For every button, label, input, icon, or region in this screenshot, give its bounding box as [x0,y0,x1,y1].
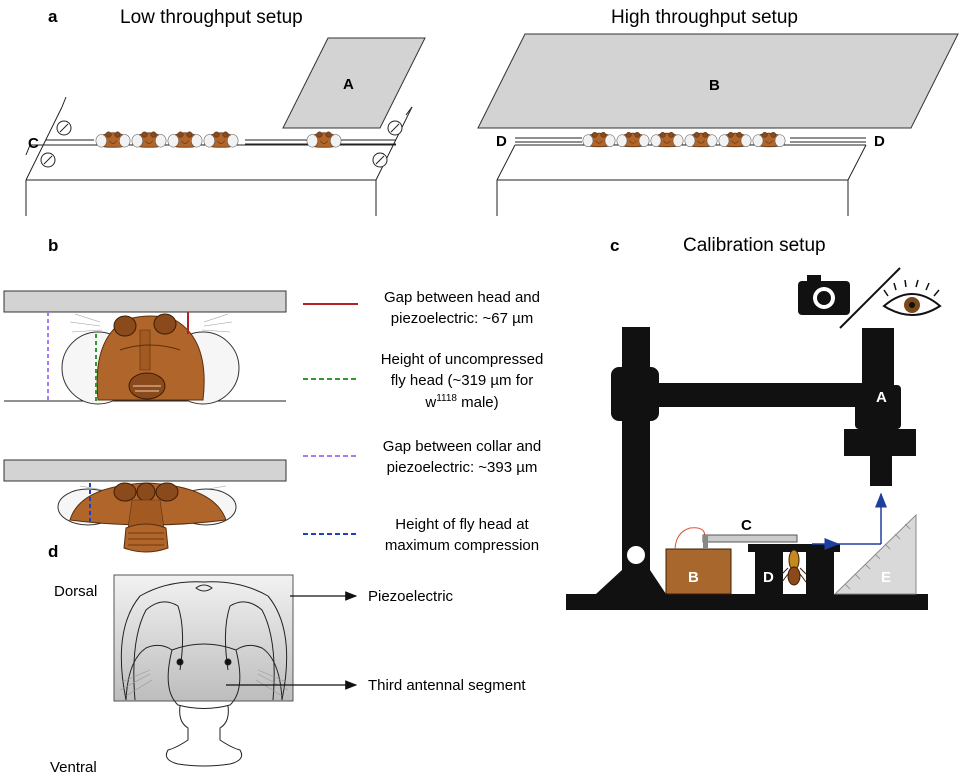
calib-label-d: D [763,569,774,586]
calib-label-c: C [741,517,752,534]
piezo-bar-lower [3,459,287,482]
legend-green-line3: w1118 male) [424,393,498,411]
prism-ticks [844,523,911,590]
label-d-right: D [874,133,885,150]
camera-icon [798,275,850,315]
fly-specimen [781,549,807,586]
slash-divider [839,267,901,329]
panel-a-letter: a [48,7,58,26]
stand-knob [627,546,645,564]
legend-blue-line1: Height of fly head at [395,516,529,533]
piezo-bar-upper [3,290,287,313]
plate-label-b: B [709,77,720,94]
eye-icon [882,279,942,316]
fly-head-front-compressed [57,482,237,553]
legend: Gap between head and piezoelectric: ~67 … [303,289,543,554]
box-b [665,548,732,595]
panel-b-letter: b [48,236,58,255]
calib-label-a: A [876,389,887,406]
ventral-label: Ventral [50,759,97,776]
holder-top [748,544,840,552]
panel-c-letter: c [610,236,619,255]
panel-a-right-title: High throughput setup [611,7,798,28]
fly-head-front-uncompressed [61,313,240,405]
legend-purple-line2: piezoelectric: ~393 µm [387,459,538,476]
holder-left [755,552,783,594]
wire [674,527,706,550]
bristles [119,669,289,697]
piezo-arm [702,534,798,543]
panel-d-letter: d [48,542,58,561]
label-d-left: D [496,133,507,150]
legend-purple-line1: Gap between collar and [383,438,541,455]
calib-label-e: E [881,569,891,586]
piezoelectric-overlay [113,574,294,702]
legend-green-line1: Height of uncompressed [381,351,544,368]
panel-c-title: Calibration setup [683,235,826,256]
legend-blue-line2: maximum compression [385,537,539,554]
piezo-label: Piezoelectric [368,588,454,605]
legend-red-line1: Gap between head and [384,289,540,306]
dorsal-label: Dorsal [54,583,97,600]
piezo-plate-a [282,37,426,129]
legend-red-line2: piezoelectric: ~67 µm [391,310,533,327]
holder-right [806,552,834,594]
label-c-screws: C [28,135,39,152]
panel-a-left-title: Low throughput setup [120,7,303,28]
antenna-label: Third antennal segment [368,677,526,694]
high-throughput-stage [496,137,867,216]
calib-label-b: B [688,569,699,586]
screw-icons [40,120,403,168]
piezo-plate-b [477,33,959,129]
plate-label-a: A [343,76,354,93]
piezo-mount [703,535,708,549]
legend-green-line2: fly head (~319 µm for [391,372,533,389]
